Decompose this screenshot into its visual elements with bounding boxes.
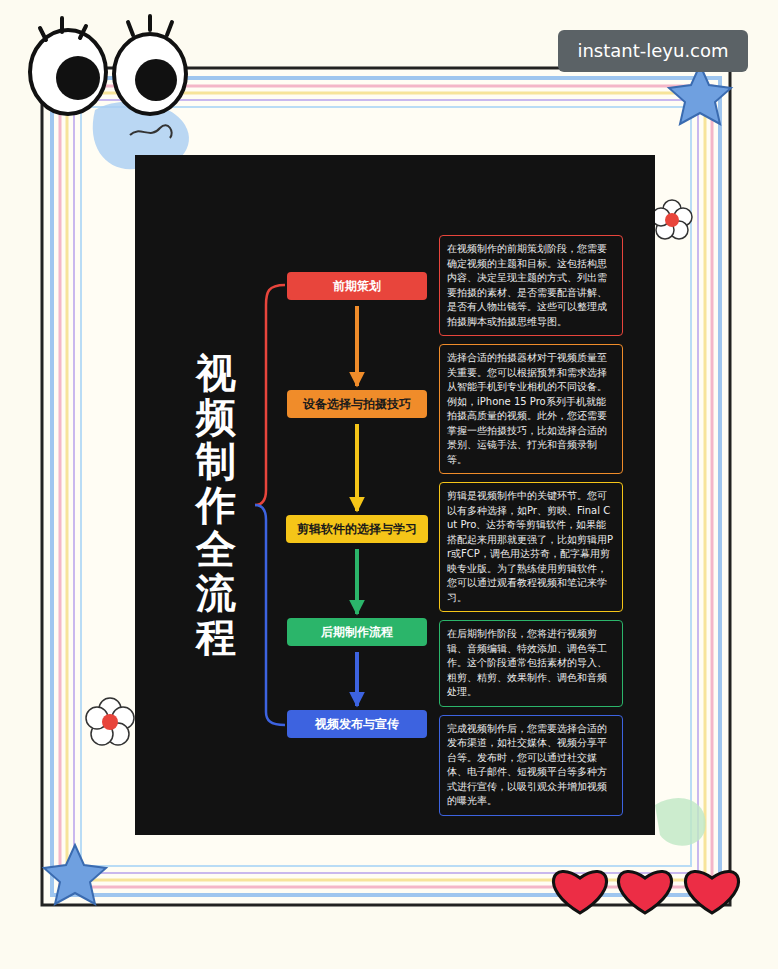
title: 视频制作全流程 (196, 351, 236, 659)
flow-arrow (355, 306, 359, 386)
step-box: 剪辑软件的选择与学习 (286, 515, 428, 543)
step-title: 后期制作流程 (297, 618, 417, 646)
description-text: 在视频制作的前期策划阶段，您需要确定视频的主题和目标。这包括构思内容、决定呈现主… (447, 242, 615, 329)
flower (86, 698, 134, 745)
squiggle (130, 125, 172, 138)
step-box: 视频发布与宣传 (287, 710, 427, 738)
frame-stripe (74, 100, 698, 873)
eye-pupil (135, 59, 177, 101)
heart (685, 871, 738, 913)
watermark: instant-leyu.com (558, 30, 748, 72)
dark-panel (135, 155, 655, 835)
star (44, 845, 106, 904)
frame-outline (42, 68, 730, 905)
step-title: 剪辑软件的选择与学习 (296, 515, 418, 543)
step-box: 后期制作流程 (287, 618, 427, 646)
flower (652, 200, 692, 239)
star (669, 65, 731, 124)
description-text: 完成视频制作后，您需要选择合适的发布渠道，如社交媒体、视频分享平台等。发布时，您… (447, 722, 615, 809)
step-title: 设备选择与拍摄技巧 (297, 390, 417, 418)
frame-stripe (67, 93, 705, 880)
heart (553, 871, 606, 913)
description-box: 在后期制作阶段，您将进行视频剪辑、音频编辑、特效添加、调色等工作。这个阶段通常包… (439, 620, 623, 707)
frame-stripe (81, 107, 691, 866)
description-box: 在视频制作的前期策划阶段，您需要确定视频的主题和目标。这包括构思内容、决定呈现主… (439, 235, 623, 336)
frame-stripe (60, 86, 712, 887)
flow-arrow (355, 652, 359, 706)
bracket (255, 285, 285, 505)
eye-pupil (56, 56, 100, 100)
step-box: 前期策划 (287, 272, 427, 300)
cartoon-eye (30, 30, 106, 114)
bracket (255, 505, 285, 725)
step-title: 视频发布与宣传 (297, 710, 417, 738)
frame-stripe (52, 78, 720, 895)
description-text: 剪辑是视频制作中的关键环节。您可以有多种选择，如Pr、剪映、Final Cut … (447, 489, 615, 605)
description-text: 选择合适的拍摄器材对于视频质量至关重要。您可以根据预算和需求选择从智能手机到专业… (447, 351, 615, 467)
description-box: 完成视频制作后，您需要选择合适的发布渠道，如社交媒体、视频分享平台等。发布时，您… (439, 715, 623, 816)
step-box: 设备选择与拍摄技巧 (287, 390, 427, 418)
paint-splash (655, 798, 706, 846)
description-text: 在后期制作阶段，您将进行视频剪辑、音频编辑、特效添加、调色等工作。这个阶段通常包… (447, 627, 615, 700)
flow-arrow (355, 424, 359, 511)
description-box: 剪辑是视频制作中的关键环节。您可以有多种选择，如Pr、剪映、Final Cut … (439, 482, 623, 612)
eyelash (40, 16, 172, 40)
flow-arrow (355, 549, 359, 614)
cartoon-eye (114, 34, 186, 114)
step-title: 前期策划 (297, 272, 417, 300)
description-box: 选择合适的拍摄器材对于视频质量至关重要。您可以根据预算和需求选择从智能手机到专业… (439, 344, 623, 474)
heart (618, 871, 671, 913)
